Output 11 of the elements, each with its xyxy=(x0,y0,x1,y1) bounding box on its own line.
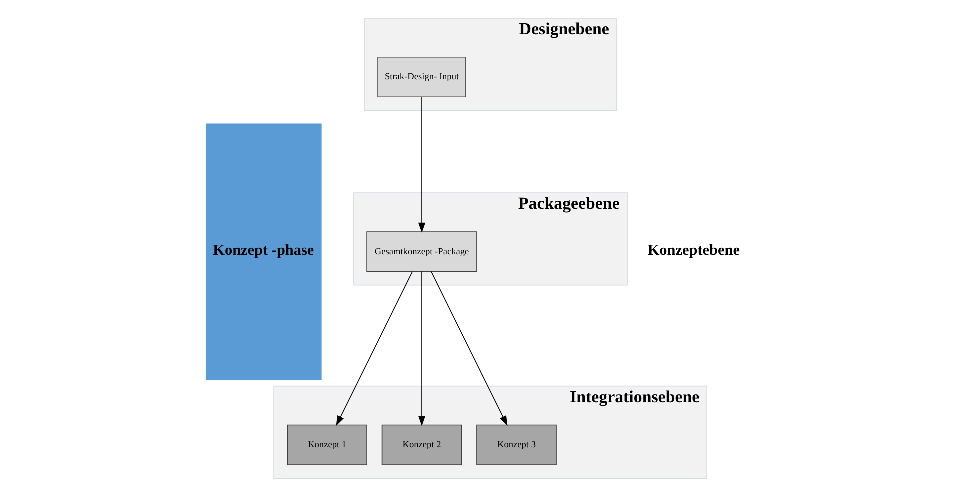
arrow xyxy=(418,271,426,426)
label: Konzeptebene xyxy=(647,242,740,259)
node-box: Gesamtkonzept -Package xyxy=(366,232,477,272)
node-box: Konzept 2 xyxy=(381,424,462,466)
node-box: Konzept -phase xyxy=(205,124,322,380)
node-box: Strak-Design- Input xyxy=(377,56,466,98)
arrow xyxy=(418,96,426,234)
node-box: Konzept 3 xyxy=(476,424,556,466)
node-box: Konzept 1 xyxy=(286,424,367,466)
arrow xyxy=(336,271,413,426)
arrow xyxy=(430,271,508,426)
